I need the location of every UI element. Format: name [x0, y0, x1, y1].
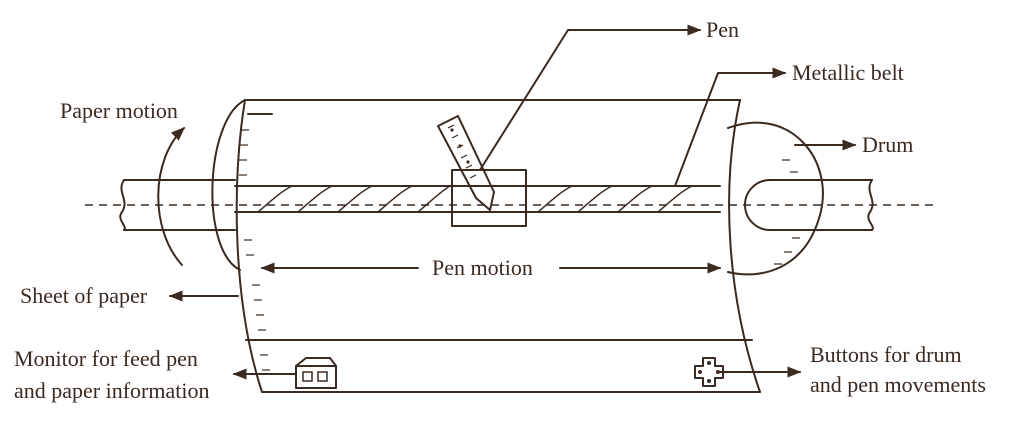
drum-body — [235, 99, 761, 393]
metallic-belt — [234, 185, 721, 213]
monitor-box — [295, 357, 337, 389]
metallic-belt-leader — [674, 67, 787, 187]
right-shaft — [744, 179, 874, 231]
drum-cap-ticks — [774, 159, 800, 265]
paper-motion-arrow — [157, 127, 186, 266]
pen-icon — [437, 115, 495, 211]
pen-carriage — [451, 169, 527, 227]
drum-left-flange — [211, 99, 246, 271]
sheet-of-paper-label: Sheet of paper — [20, 283, 148, 308]
monitor-label-line1: Monitor for feed pen — [14, 346, 198, 371]
drum-label: Drum — [862, 132, 913, 157]
pen-label: Pen — [706, 17, 739, 42]
sheet-ticks — [239, 129, 270, 371]
paper-motion-label: Paper motion — [60, 98, 178, 123]
button-pad-icon — [694, 357, 724, 387]
drum-end-cap — [727, 121, 824, 276]
pen-motion-label: Pen motion — [432, 255, 533, 280]
buttons-label-line1: Buttons for drum — [810, 342, 962, 367]
buttons-label-line2: and pen movements — [810, 372, 986, 397]
monitor-label-line2: and paper information — [14, 378, 210, 403]
metallic-belt-label: Metallic belt — [792, 60, 904, 85]
pen-leader — [479, 24, 702, 171]
